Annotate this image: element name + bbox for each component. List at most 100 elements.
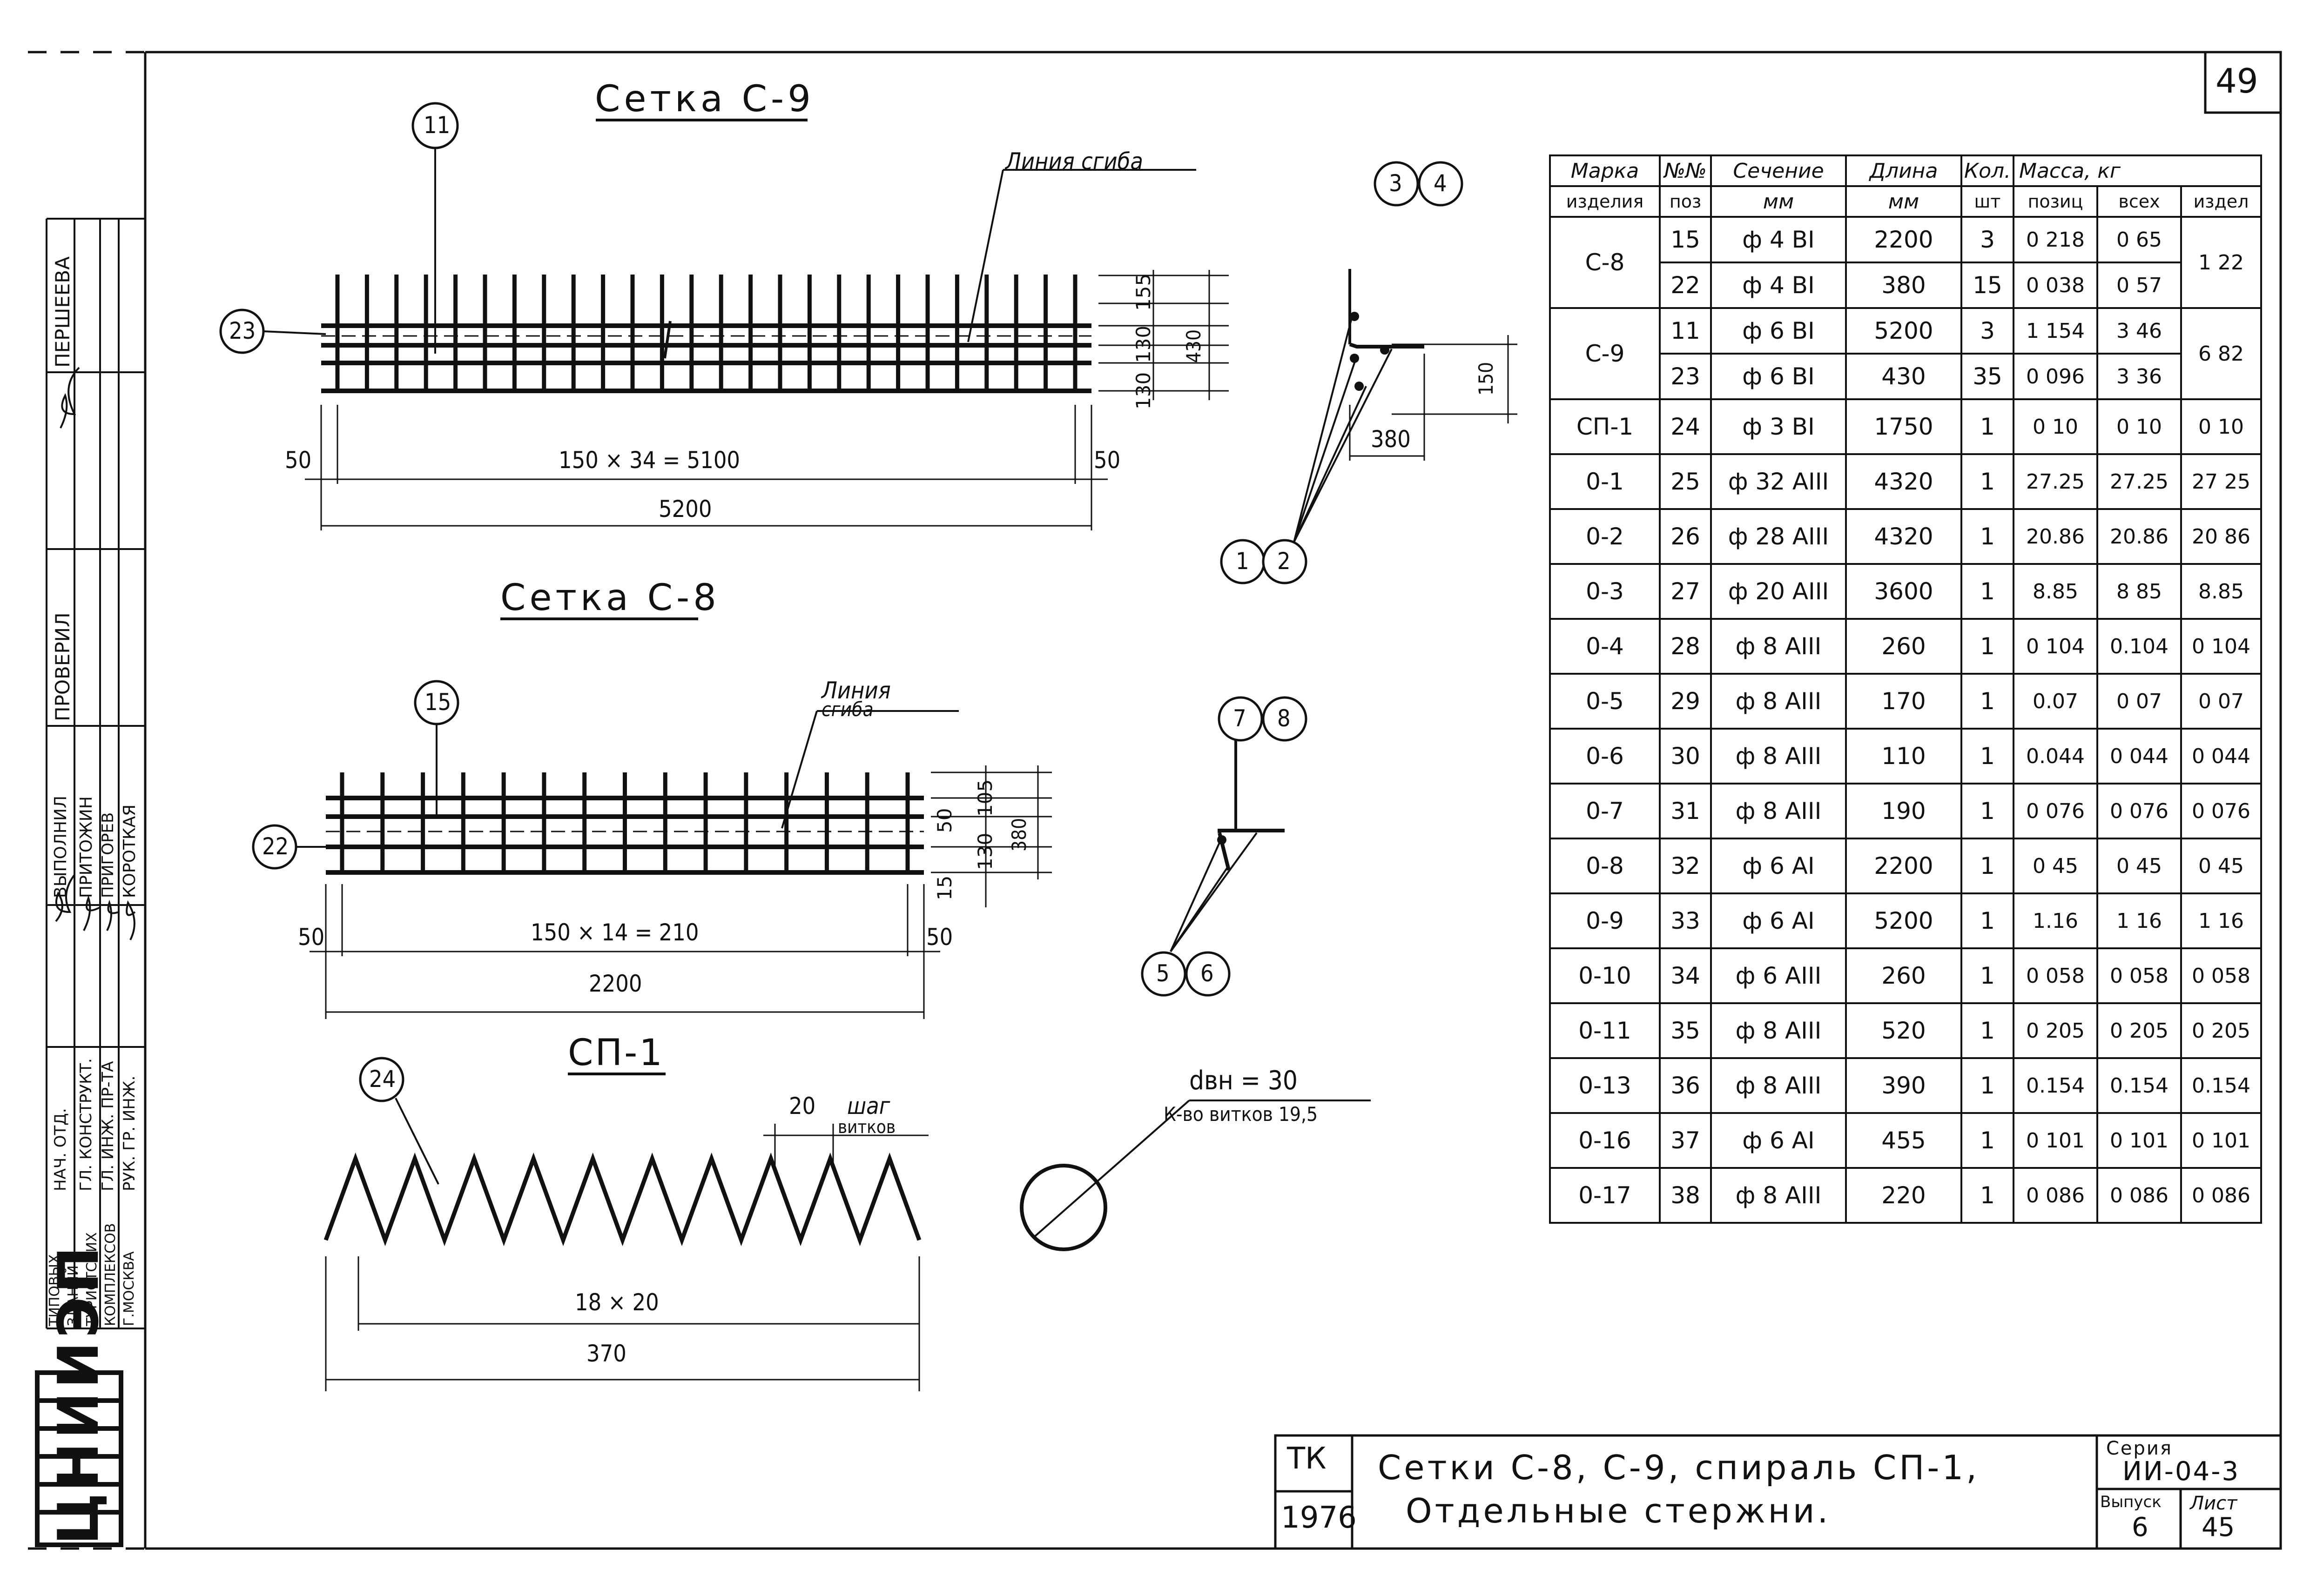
table-cell: 0 10	[2096, 398, 2182, 455]
table-cell: 0 076	[2096, 783, 2182, 839]
table-cell: ф 20 АIII	[1710, 563, 1847, 620]
table-cell: 0-7	[1549, 783, 1661, 839]
table-cell: ф 6 АI	[1710, 892, 1847, 949]
stamp-role: РУК. ГР. ИНЖ.	[120, 1075, 139, 1191]
table-cell: 0 044	[2096, 728, 2182, 785]
specification-table: Марка №№ Сечение Длина Кол. Масса, кг из…	[1549, 154, 2262, 1224]
mesh-c9-dim-430: 430	[1182, 329, 1205, 363]
detail-b-pos-8: 8	[1277, 705, 1291, 732]
table-cell: 0 086	[2180, 1167, 2262, 1224]
mesh-c8-pos-left: 22	[262, 833, 289, 860]
table-cell: 0.154	[2180, 1057, 2262, 1114]
table-cell: 33	[1659, 892, 1712, 949]
table-cell: 0 038	[2013, 262, 2098, 309]
stamp-name: ВЫПОЛНИЛ	[51, 795, 70, 898]
title-block-title-1: Сетки С-8, С-9, спираль СП-1,	[1378, 1448, 1980, 1487]
table-cell: 190	[1845, 783, 1962, 839]
mesh-c8-dim-total: 2200	[589, 970, 642, 997]
table-cell: 8 85	[2096, 563, 2182, 620]
title-block-sheet: 45	[2202, 1512, 2235, 1542]
table-cell: 170	[1845, 673, 1962, 730]
table-header-row: изделия поз мм мм шт позиц всех издел	[1549, 185, 2262, 218]
mesh-c9-dim-130b: 130	[1132, 372, 1155, 409]
table-cell: 32	[1659, 838, 1712, 894]
table-cell: 260	[1845, 618, 1962, 675]
table-cell: 0 07	[2180, 673, 2262, 730]
detail-b-pos-7: 7	[1233, 705, 1246, 732]
table-cell: 20.86	[2013, 508, 2098, 565]
table-cell: С-8	[1549, 216, 1661, 309]
col-subhead: мм	[1845, 185, 1962, 218]
table-cell: 0-8	[1549, 838, 1661, 894]
spiral-title: СП-1	[568, 1032, 664, 1074]
table-cell: 25	[1659, 453, 1712, 510]
table-cell: 1	[1960, 783, 2014, 839]
detail-bent-bars-a	[1220, 161, 1517, 584]
table-cell: ф 6 АI	[1710, 838, 1847, 894]
spiral-sp1-drawing	[323, 1057, 1371, 1391]
table-cell: 0 205	[2180, 1002, 2262, 1059]
table-cell: 0 058	[2096, 947, 2182, 1004]
table-cell: 27	[1659, 563, 1712, 620]
table-cell: 4320	[1845, 453, 1962, 510]
table-cell: 15	[1659, 216, 1712, 263]
table-cell: 390	[1845, 1057, 1962, 1114]
mesh-c9-dim-130a: 130	[1132, 325, 1155, 363]
spiral-pos: 24	[369, 1066, 396, 1093]
table-cell: 0 076	[2180, 783, 2262, 839]
table-cell: ф 8 АIII	[1710, 618, 1847, 675]
table-cell: 110	[1845, 728, 1962, 785]
table-cell: 3	[1960, 216, 2014, 263]
table-cell: 0 086	[2013, 1167, 2098, 1224]
table-cell: 0-9	[1549, 892, 1661, 949]
mesh-c9-title: Сетка С-9	[595, 78, 815, 120]
table-cell: ф 8 АIII	[1710, 1002, 1847, 1059]
stamp-role: ГЛ. ИНЖ. ПР-ТА	[99, 1061, 117, 1191]
col-head: Длина	[1845, 154, 1962, 187]
table-cell: 3 46	[2096, 307, 2182, 355]
table-cell: 2200	[1845, 838, 1962, 894]
mesh-c8-title: Сетка С-8	[500, 577, 720, 619]
spiral-pitch-label-2: витков	[838, 1117, 896, 1137]
table-cell: 4320	[1845, 508, 1962, 565]
table-cell: 29	[1659, 673, 1712, 730]
table-cell: 0-6	[1549, 728, 1661, 785]
table-cell: ф 28 АIII	[1710, 508, 1847, 565]
table-cell: 35	[1659, 1002, 1712, 1059]
table-cell: 0-16	[1549, 1112, 1661, 1169]
table-cell: 8.85	[2013, 563, 2098, 620]
table-cell: 0 45	[2096, 838, 2182, 894]
mesh-c9-dim-155: 155	[1132, 273, 1155, 311]
stamp-org: Г.МОСКВА	[121, 1251, 137, 1326]
table-cell: 520	[1845, 1002, 1962, 1059]
mesh-c9-pos-top: 11	[424, 112, 451, 139]
table-cell: 0 45	[2180, 838, 2262, 894]
table-cell: ф 8 АIII	[1710, 728, 1847, 785]
col-subhead: издел	[2180, 185, 2262, 218]
table-cell: 260	[1845, 947, 1962, 1004]
stamp-name: КОРОТКАЯ	[120, 804, 139, 898]
table-cell: 0 104	[2013, 618, 2098, 675]
table-cell: 8.85	[2180, 563, 2262, 620]
table-cell: 455	[1845, 1112, 1962, 1169]
table-cell: 0.104	[2096, 618, 2182, 675]
table-cell: 34	[1659, 947, 1712, 1004]
sheet-number-box	[2204, 51, 2282, 114]
spiral-section-circle	[1020, 1164, 1107, 1251]
stamp-name: ПРИТОЖИН	[77, 796, 96, 898]
table-cell: 0-17	[1549, 1167, 1661, 1224]
table-cell: ф 8 АIII	[1710, 1057, 1847, 1114]
table-cell: 0 101	[2096, 1112, 2182, 1169]
table-cell: 2200	[1845, 216, 1962, 263]
table-cell: 26	[1659, 508, 1712, 565]
table-cell: 430	[1845, 353, 1962, 400]
table-cell: 27.25	[2013, 453, 2098, 510]
col-head: №№	[1659, 154, 1712, 187]
table-cell: 0 205	[2013, 1002, 2098, 1059]
